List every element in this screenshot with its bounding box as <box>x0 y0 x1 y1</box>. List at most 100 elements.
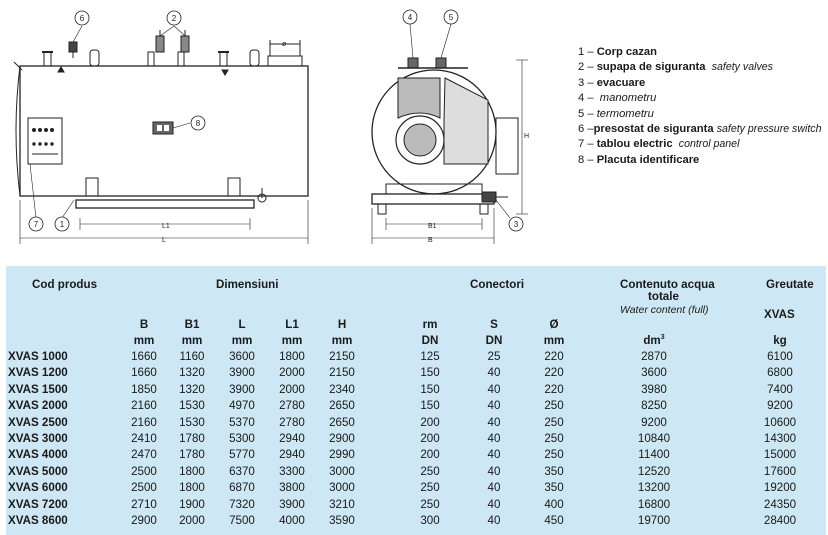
value-cell: 3000 <box>329 481 355 495</box>
value-cell: 2160 <box>131 415 157 429</box>
side-view <box>13 25 309 244</box>
value-cell: 2650 <box>329 399 355 413</box>
value-cell: 2500 <box>131 464 157 478</box>
value-cell: 40 <box>487 514 501 527</box>
legend-item: 6 –presostat de siguranta safety pressur… <box>578 123 822 136</box>
value-cell: 2870 <box>641 350 667 363</box>
value-cell: 40 <box>487 497 501 511</box>
value-cell: 400 <box>544 497 564 511</box>
model-cell: XVAS 1200 <box>8 366 68 380</box>
value-cell: 40 <box>487 399 501 413</box>
boiler-technical-drawing: ø L1 L H B1 B 6 2 7 1 8 4 5 3 <box>13 9 529 244</box>
value-cell: 2900 <box>131 514 157 527</box>
column-unit: DN <box>471 334 517 347</box>
value-cell: 250 <box>544 448 564 462</box>
value-cell: 19200 <box>763 481 797 495</box>
value-cell: 2470 <box>131 448 157 462</box>
column-unit: mm <box>121 334 167 347</box>
specification-table: Cod produs Dimensiuni Conectori Contenut… <box>6 266 826 535</box>
value-cell: 1900 <box>179 497 205 511</box>
header-model: Cod produs <box>32 278 98 291</box>
value-cell: 1660 <box>131 366 157 380</box>
value-cell: 150 <box>420 366 440 380</box>
model-cell: XVAS 2000 <box>8 399 68 413</box>
value-cell: 3600 <box>641 366 667 380</box>
value-cell: 1800 <box>179 481 205 495</box>
column-unit: DN <box>407 334 453 347</box>
safety-valve-icon <box>155 30 190 53</box>
value-cell: 220 <box>544 350 564 363</box>
value-cell: 250 <box>544 399 564 413</box>
value-cell: 2340 <box>329 382 355 396</box>
callout-5: 5 <box>449 13 454 22</box>
column-header: rm <box>422 318 438 331</box>
value-cell: 300 <box>420 514 440 527</box>
value-cell: 350 <box>544 464 564 478</box>
callout-1: 1 <box>60 220 65 229</box>
value-cell: 2000 <box>179 514 205 527</box>
column-unit-text: mm <box>133 334 155 347</box>
value-cell: 3900 <box>229 382 255 396</box>
value-cell: 2940 <box>279 448 305 462</box>
column-header: B1 <box>184 318 200 331</box>
value-cell: 5370 <box>229 415 255 429</box>
value-cell: 1160 <box>179 350 205 363</box>
column-unit-text: mm <box>543 334 565 347</box>
value-cell: 2000 <box>279 366 305 380</box>
value-cell: 3600 <box>229 350 255 363</box>
column-unit-text: mm <box>181 334 203 347</box>
value-cell: 220 <box>544 382 564 396</box>
callout-8: 8 <box>196 119 201 128</box>
model-cell: XVAS 2500 <box>8 415 68 429</box>
value-cell: 40 <box>487 432 501 445</box>
header-weight-sub: XVAS <box>764 308 795 321</box>
value-cell: 2500 <box>131 481 157 495</box>
value-cell: 9200 <box>767 399 793 413</box>
value-cell: 2990 <box>329 448 355 462</box>
value-cell: 12520 <box>637 464 671 478</box>
column-unit: mm <box>269 334 315 347</box>
value-cell: 15000 <box>763 448 797 462</box>
model-cell: XVAS 7200 <box>8 497 68 511</box>
component-legend: 1 – Corp cazan 2 – supapa de siguranta s… <box>578 45 822 168</box>
callout-3: 3 <box>514 220 519 229</box>
column-unit: dm3 <box>631 334 677 347</box>
value-cell: 250 <box>420 481 440 495</box>
value-cell: 200 <box>420 432 440 445</box>
value-cell: 4970 <box>229 399 255 413</box>
value-cell: 2710 <box>131 497 157 511</box>
value-cell: 7500 <box>229 514 255 527</box>
model-cell: XVAS 5000 <box>8 464 68 478</box>
value-cell: 11400 <box>638 448 670 462</box>
legend-item: 3 – evacuare <box>578 76 646 89</box>
header-connectors: Conectori <box>470 278 525 291</box>
column-unit-text: dm <box>643 334 661 347</box>
value-cell: 13200 <box>637 481 671 495</box>
value-cell: 4000 <box>279 514 305 527</box>
column-unit-text: DN <box>421 334 439 347</box>
value-cell: 250 <box>420 497 440 511</box>
value-cell: 40 <box>487 464 501 478</box>
value-cell: 40 <box>487 415 501 429</box>
value-cell: 10840 <box>637 432 671 445</box>
column-unit: kg <box>757 334 803 347</box>
column-unit-text: kg <box>773 334 787 347</box>
b-dimension-label: B <box>428 237 433 244</box>
column-unit-text: mm <box>331 334 353 347</box>
column-header: Ø <box>549 318 559 331</box>
value-cell: 250 <box>544 415 564 429</box>
value-cell: 1800 <box>279 350 305 363</box>
value-cell: 1780 <box>179 448 205 462</box>
value-cell: 350 <box>544 481 564 495</box>
value-cell: 1800 <box>179 464 205 478</box>
value-cell: 2410 <box>131 432 157 445</box>
column-header: S <box>490 318 498 331</box>
value-cell: 150 <box>420 382 440 396</box>
value-cell: 19700 <box>637 514 671 527</box>
value-cell: 2650 <box>329 415 355 429</box>
value-cell: 6100 <box>767 350 793 363</box>
value-cell: 17600 <box>763 464 797 478</box>
column-unit: mm <box>219 334 265 347</box>
model-cell: XVAS 1500 <box>8 382 68 396</box>
legend-item: 4 – manometru <box>578 92 657 105</box>
